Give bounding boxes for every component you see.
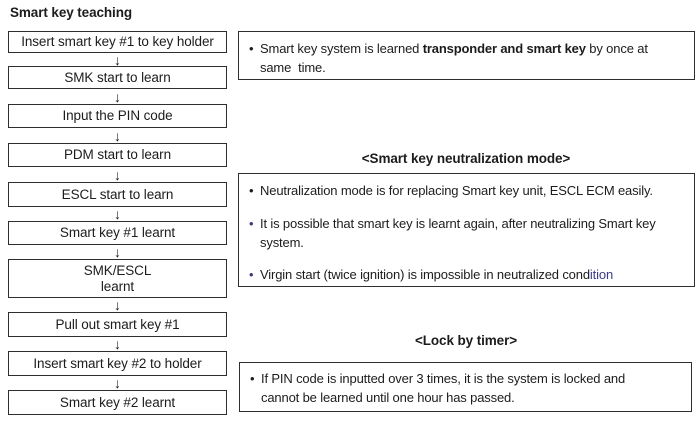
bullet-item: • Smart key system is learned transponde… (249, 39, 684, 77)
arrow-down-icon: ↓ (114, 336, 121, 352)
note-box-smart-key-system: • Smart key system is learned transponde… (238, 31, 695, 80)
bullet-icon: • (249, 267, 254, 282)
flow-step-smk-escl-learnt: SMK/ESCL learnt (8, 259, 227, 298)
note-box-lock-by-timer: • If PIN code is inputted over 3 times, … (239, 362, 692, 412)
arrow-down-icon: ↓ (114, 88, 121, 105)
arrow-down-icon: ↓ (114, 51, 121, 68)
bullet-icon: • (249, 41, 254, 56)
note-text-bold: transponder and smart key (422, 41, 586, 56)
bullet-icon: • (249, 216, 254, 231)
arrow-down-icon: ↓ (114, 244, 121, 260)
bullet-item: • It is possible that smart key is learn… (249, 214, 684, 252)
bullet-icon: • (249, 183, 254, 198)
arrow-down-icon: ↓ (114, 166, 121, 183)
note-text-after: by once at same time. (260, 41, 648, 75)
flow-step-key1-learnt: Smart key #1 learnt (8, 221, 227, 245)
bullet-item: • Virgin start (twice ignition) is impos… (249, 265, 684, 284)
arrow-down-icon: ↓ (114, 206, 121, 222)
flow-step-smk-start: SMK start to learn (8, 66, 227, 89)
section-heading-lock-by-timer: <Lock by timer> (414, 333, 518, 348)
arrow-down-icon: ↓ (114, 297, 121, 313)
note-text: It is possible that smart key is learnt … (260, 216, 656, 250)
section-heading-neutralization: <Smart key neutralization mode> (361, 151, 571, 166)
note-text-before: Smart key system is learned (260, 41, 423, 56)
flow-step-escl-start: ESCL start to learn (8, 182, 227, 207)
page-title: Smart key teaching (10, 5, 133, 20)
bullet-item: • Neutralization mode is for replacing S… (249, 181, 684, 200)
flow-step-insert-key1: Insert smart key #1 to key holder (8, 31, 227, 53)
bullet-icon: • (250, 371, 255, 386)
flow-step-insert-key2: Insert smart key #2 to holder (8, 351, 227, 376)
bullet-item: • If PIN code is inputted over 3 times, … (250, 369, 681, 407)
arrow-down-icon: ↓ (114, 127, 121, 144)
note-text: Neutralization mode is for replacing Sma… (260, 183, 653, 198)
note-text-blue: ition (589, 267, 614, 282)
arrow-down-icon: ↓ (114, 375, 121, 391)
flow-step-key2-learnt: Smart key #2 learnt (8, 390, 227, 415)
note-text-before: Virgin start (twice ignition) is impossi… (260, 267, 590, 282)
note-text: Virgin start (twice ignition) is impossi… (260, 265, 684, 284)
note-text: If PIN code is inputted over 3 times, it… (261, 371, 626, 405)
flow-step-input-pin: Input the PIN code (8, 104, 227, 128)
flow-step-pdm-start: PDM start to learn (8, 143, 227, 167)
note-text: Smart key system is learned transponder … (260, 39, 684, 77)
flow-step-pull-out-key1: Pull out smart key #1 (8, 312, 227, 337)
note-box-neutralization: • Neutralization mode is for replacing S… (238, 173, 695, 287)
